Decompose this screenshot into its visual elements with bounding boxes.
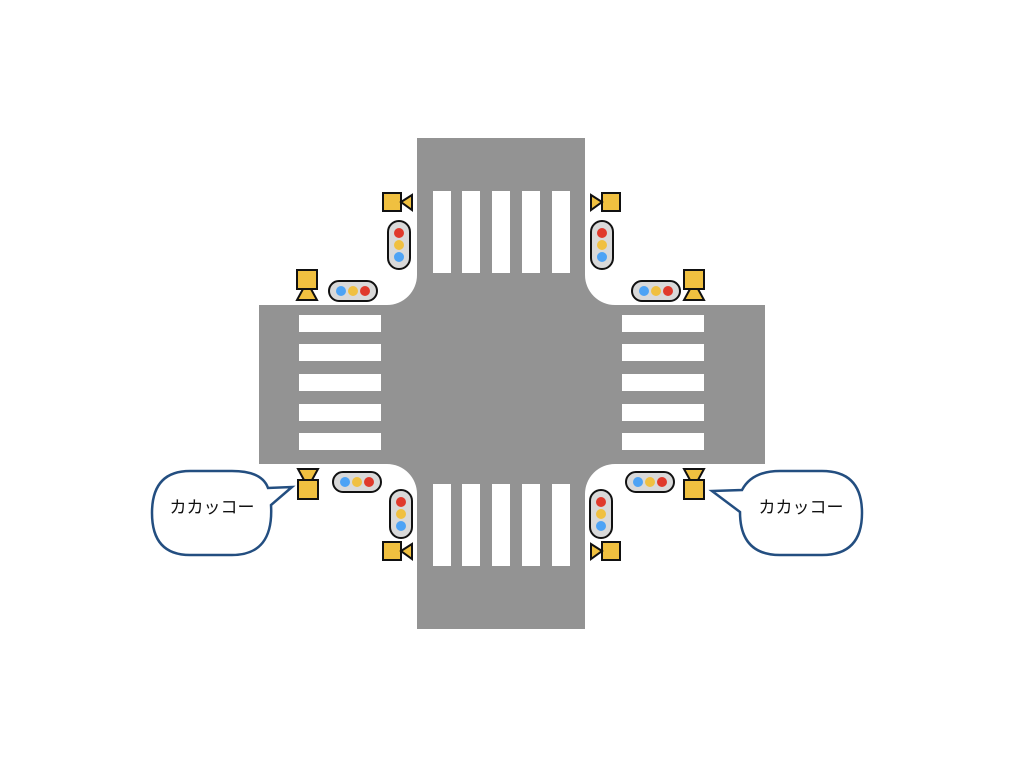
crosswalk-stripe — [622, 344, 704, 361]
signal-lamp — [396, 497, 406, 507]
traffic-light-icon — [589, 489, 613, 539]
speech-bubble-left: カカッコー — [150, 469, 296, 557]
camera-lens — [399, 193, 413, 212]
crosswalk-stripe — [462, 191, 480, 273]
signal-lamp — [336, 286, 346, 296]
road-intersection — [259, 138, 765, 629]
signal-lamp — [657, 477, 667, 487]
camera-body — [382, 192, 402, 212]
signal-lamp — [396, 521, 406, 531]
signal-lamp — [597, 240, 607, 250]
camera-icon — [682, 468, 706, 500]
traffic-light-icon — [387, 220, 411, 270]
camera-icon — [382, 541, 413, 561]
crosswalk-stripe — [462, 484, 480, 566]
crosswalk-stripe — [299, 433, 381, 450]
crosswalks — [299, 191, 704, 566]
camera-body — [297, 479, 319, 500]
signal-lamp — [394, 240, 404, 250]
camera-icon — [682, 269, 706, 301]
crosswalk-stripe — [622, 374, 704, 391]
signal-lamp — [645, 477, 655, 487]
signal-lamp — [596, 497, 606, 507]
camera-body — [683, 479, 705, 500]
camera-icon — [382, 192, 413, 212]
crosswalk-stripe — [299, 315, 381, 332]
signal-lamp — [597, 252, 607, 262]
signal-lamp — [394, 252, 404, 262]
camera-body — [683, 269, 705, 290]
traffic-light-icon — [389, 489, 413, 539]
camera-body — [296, 269, 318, 290]
signal-lamp — [360, 286, 370, 296]
crosswalk-stripe — [622, 404, 704, 421]
crosswalk-stripe — [433, 484, 451, 566]
signal-lamp — [596, 509, 606, 519]
crosswalk-stripe — [433, 191, 451, 273]
signal-lamp — [348, 286, 358, 296]
camera-lens — [296, 468, 320, 481]
traffic-light-icon — [590, 220, 614, 270]
camera-body — [601, 192, 621, 212]
camera-body — [601, 541, 621, 561]
signal-lamp — [651, 286, 661, 296]
crosswalk-stripe — [552, 191, 570, 273]
traffic-light-icon — [332, 471, 382, 493]
crosswalk-stripe — [622, 315, 704, 332]
camera-lens — [682, 288, 706, 301]
signal-lamp — [340, 477, 350, 487]
camera-icon — [296, 468, 320, 500]
signal-lamp — [352, 477, 362, 487]
traffic-light-icon — [625, 471, 675, 493]
camera-icon — [590, 192, 621, 212]
camera-lens — [590, 542, 604, 561]
bubble-text: カカッコー — [170, 498, 255, 518]
crosswalk-stripe — [492, 191, 510, 273]
speech-bubble-right: カカッコー — [708, 469, 864, 557]
crosswalk-stripe — [299, 344, 381, 361]
crosswalk-stripe — [622, 433, 704, 450]
camera-body — [382, 541, 402, 561]
crosswalk-stripe — [492, 484, 510, 566]
traffic-light-icon — [328, 280, 378, 302]
camera-icon — [295, 269, 319, 301]
crosswalk-stripe — [299, 404, 381, 421]
signal-lamp — [396, 509, 406, 519]
crosswalk-stripe — [552, 484, 570, 566]
crosswalk-stripe — [522, 484, 540, 566]
camera-lens — [399, 542, 413, 561]
signal-lamp — [663, 286, 673, 296]
bubble-text: カカッコー — [759, 498, 844, 518]
crosswalk-stripe — [522, 191, 540, 273]
camera-icon — [590, 541, 621, 561]
camera-lens — [590, 193, 604, 212]
traffic-light-icon — [631, 280, 681, 302]
signal-lamp — [639, 286, 649, 296]
camera-lens — [682, 468, 706, 481]
crosswalk-stripe — [299, 374, 381, 391]
signal-lamp — [633, 477, 643, 487]
signal-lamp — [394, 228, 404, 238]
signal-lamp — [597, 228, 607, 238]
signal-devices — [295, 192, 706, 561]
signal-lamp — [364, 477, 374, 487]
camera-lens — [295, 288, 319, 301]
signal-lamp — [596, 521, 606, 531]
